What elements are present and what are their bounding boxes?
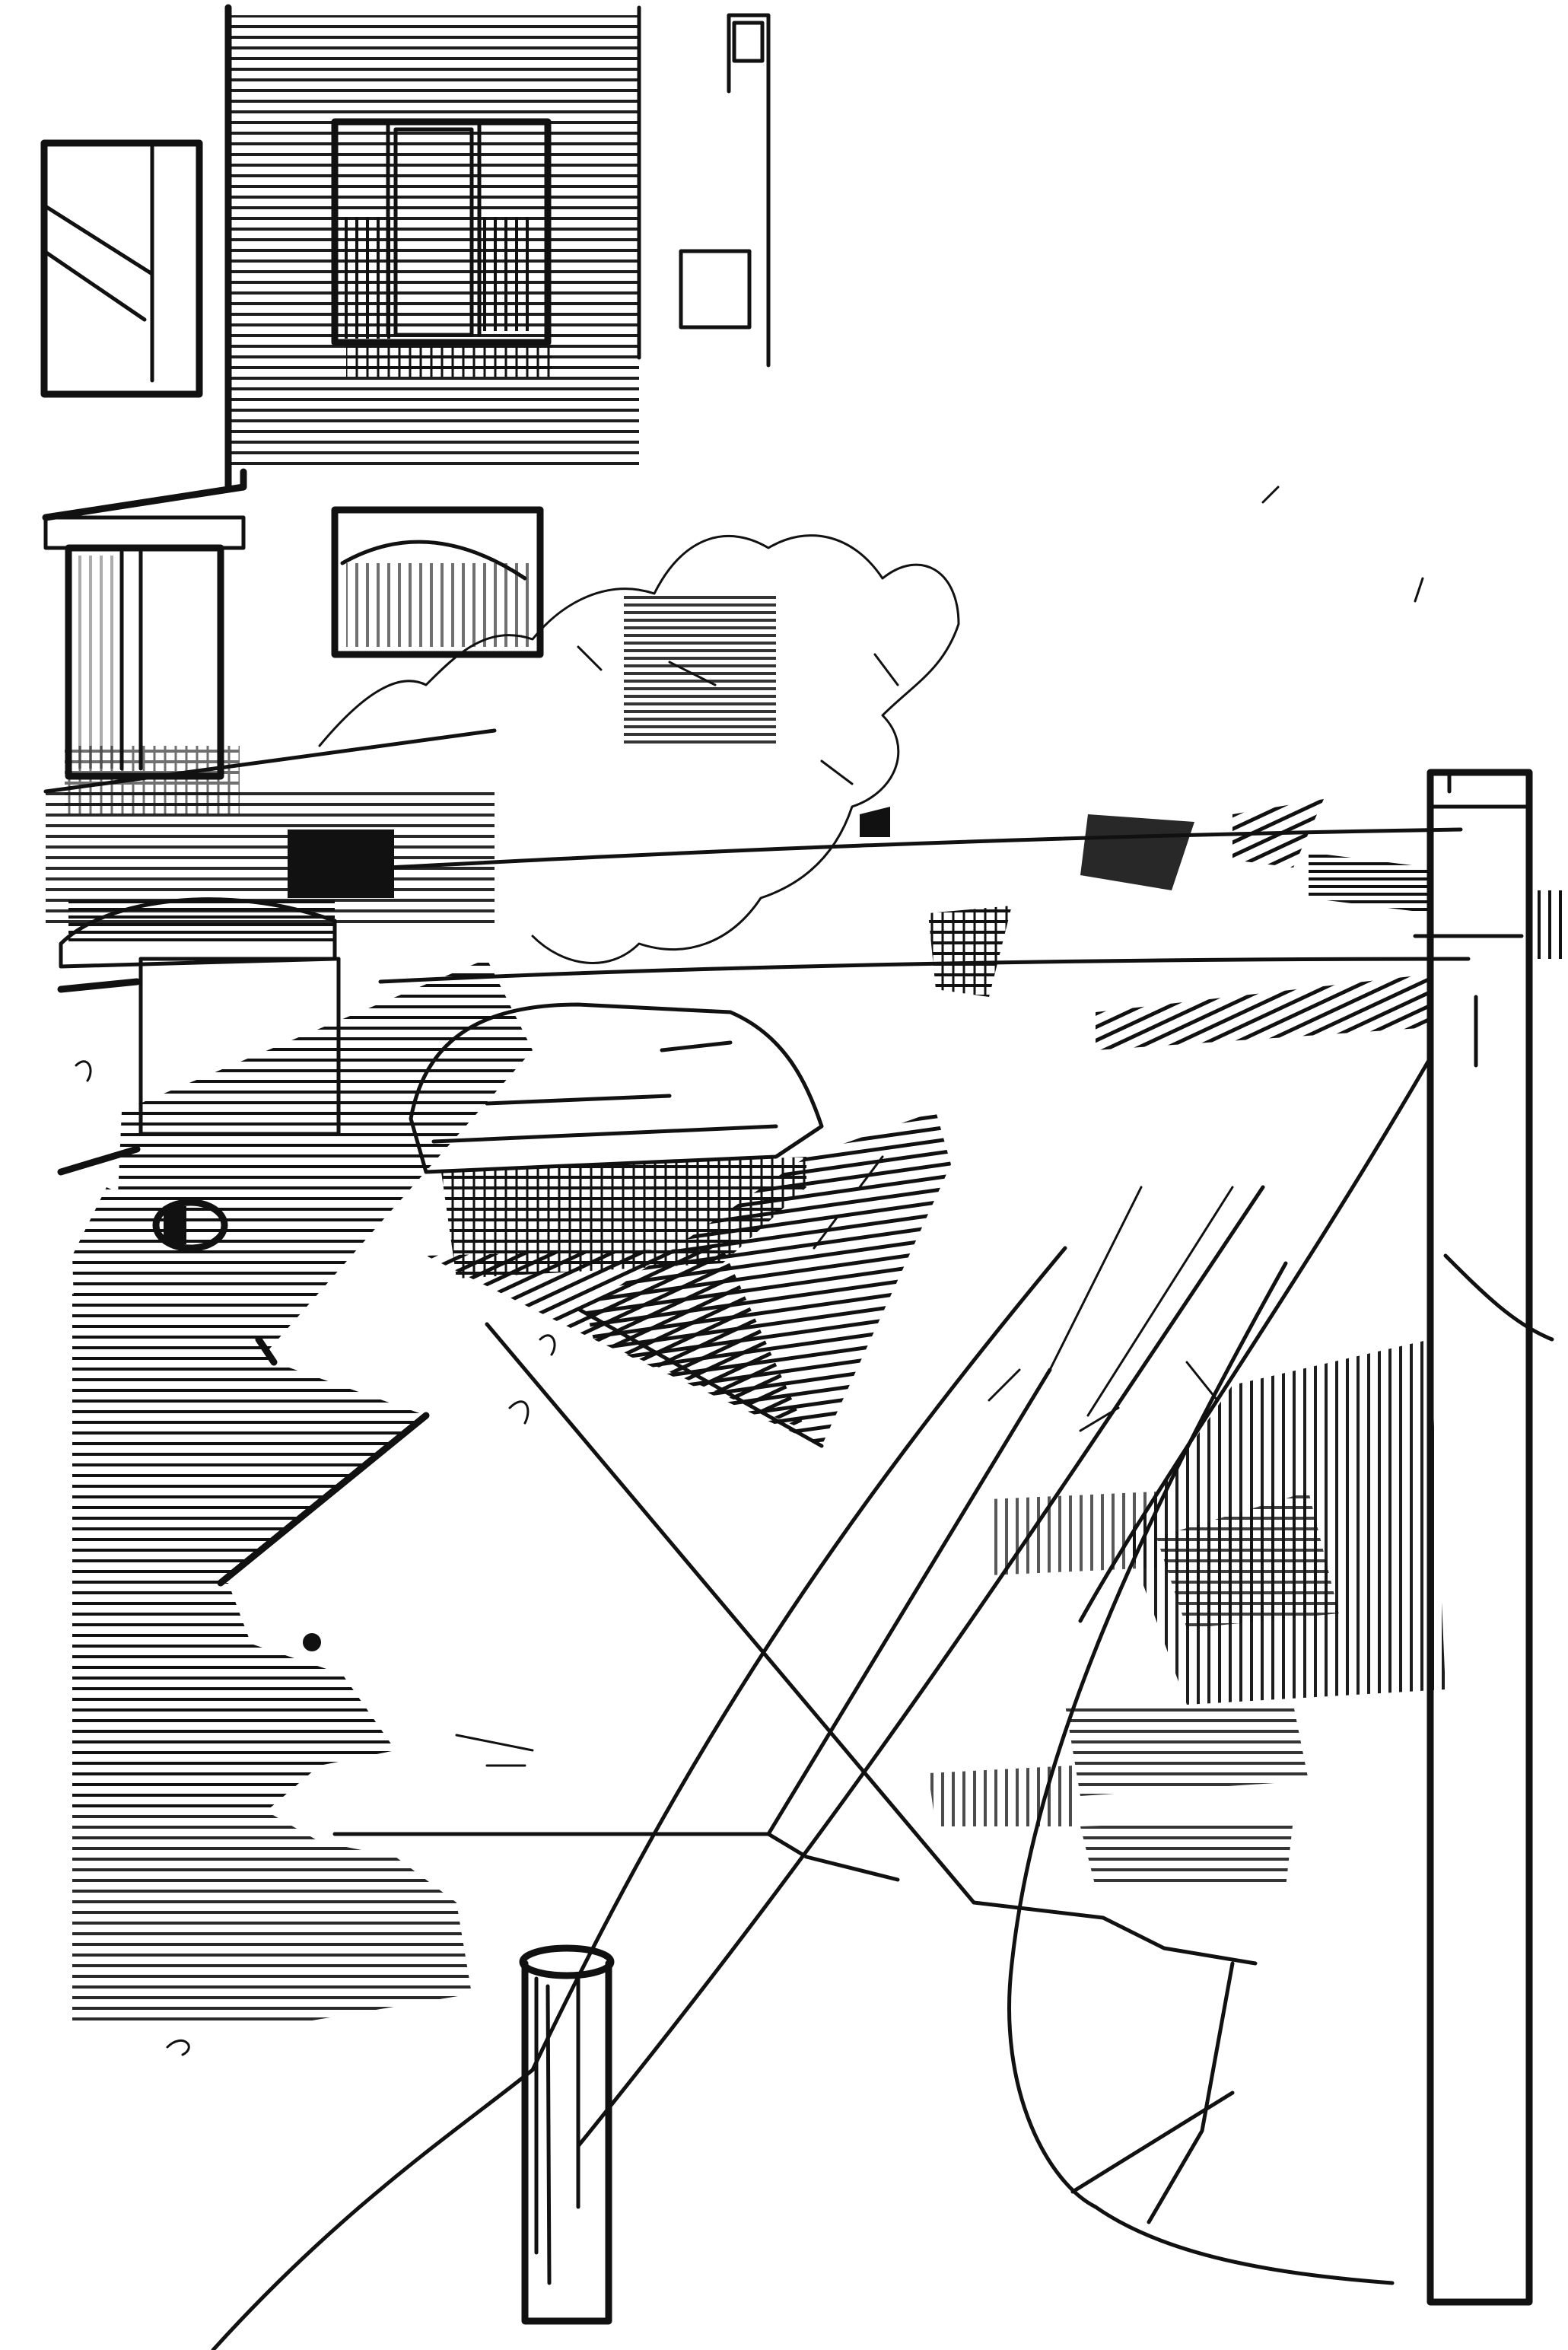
texture-marks (75, 486, 1424, 2056)
right-shrubs (928, 1339, 1446, 1887)
street-lines (211, 1056, 1433, 2350)
side-window (679, 249, 752, 330)
trash-can (152, 1199, 228, 1252)
lower-left-window (65, 544, 240, 814)
foreground-post (519, 1944, 615, 2325)
tree-foliage (318, 534, 960, 964)
lower-center-window (331, 506, 544, 658)
upper-center-window (331, 118, 552, 377)
wooden-house (40, 4, 771, 928)
left-sidewalk-shadow (72, 1294, 534, 2024)
dark-doorway (288, 830, 394, 898)
upper-left-window (40, 139, 203, 398)
dark-foliage-patches (860, 799, 1324, 997)
street-shadow (576, 1111, 951, 1448)
